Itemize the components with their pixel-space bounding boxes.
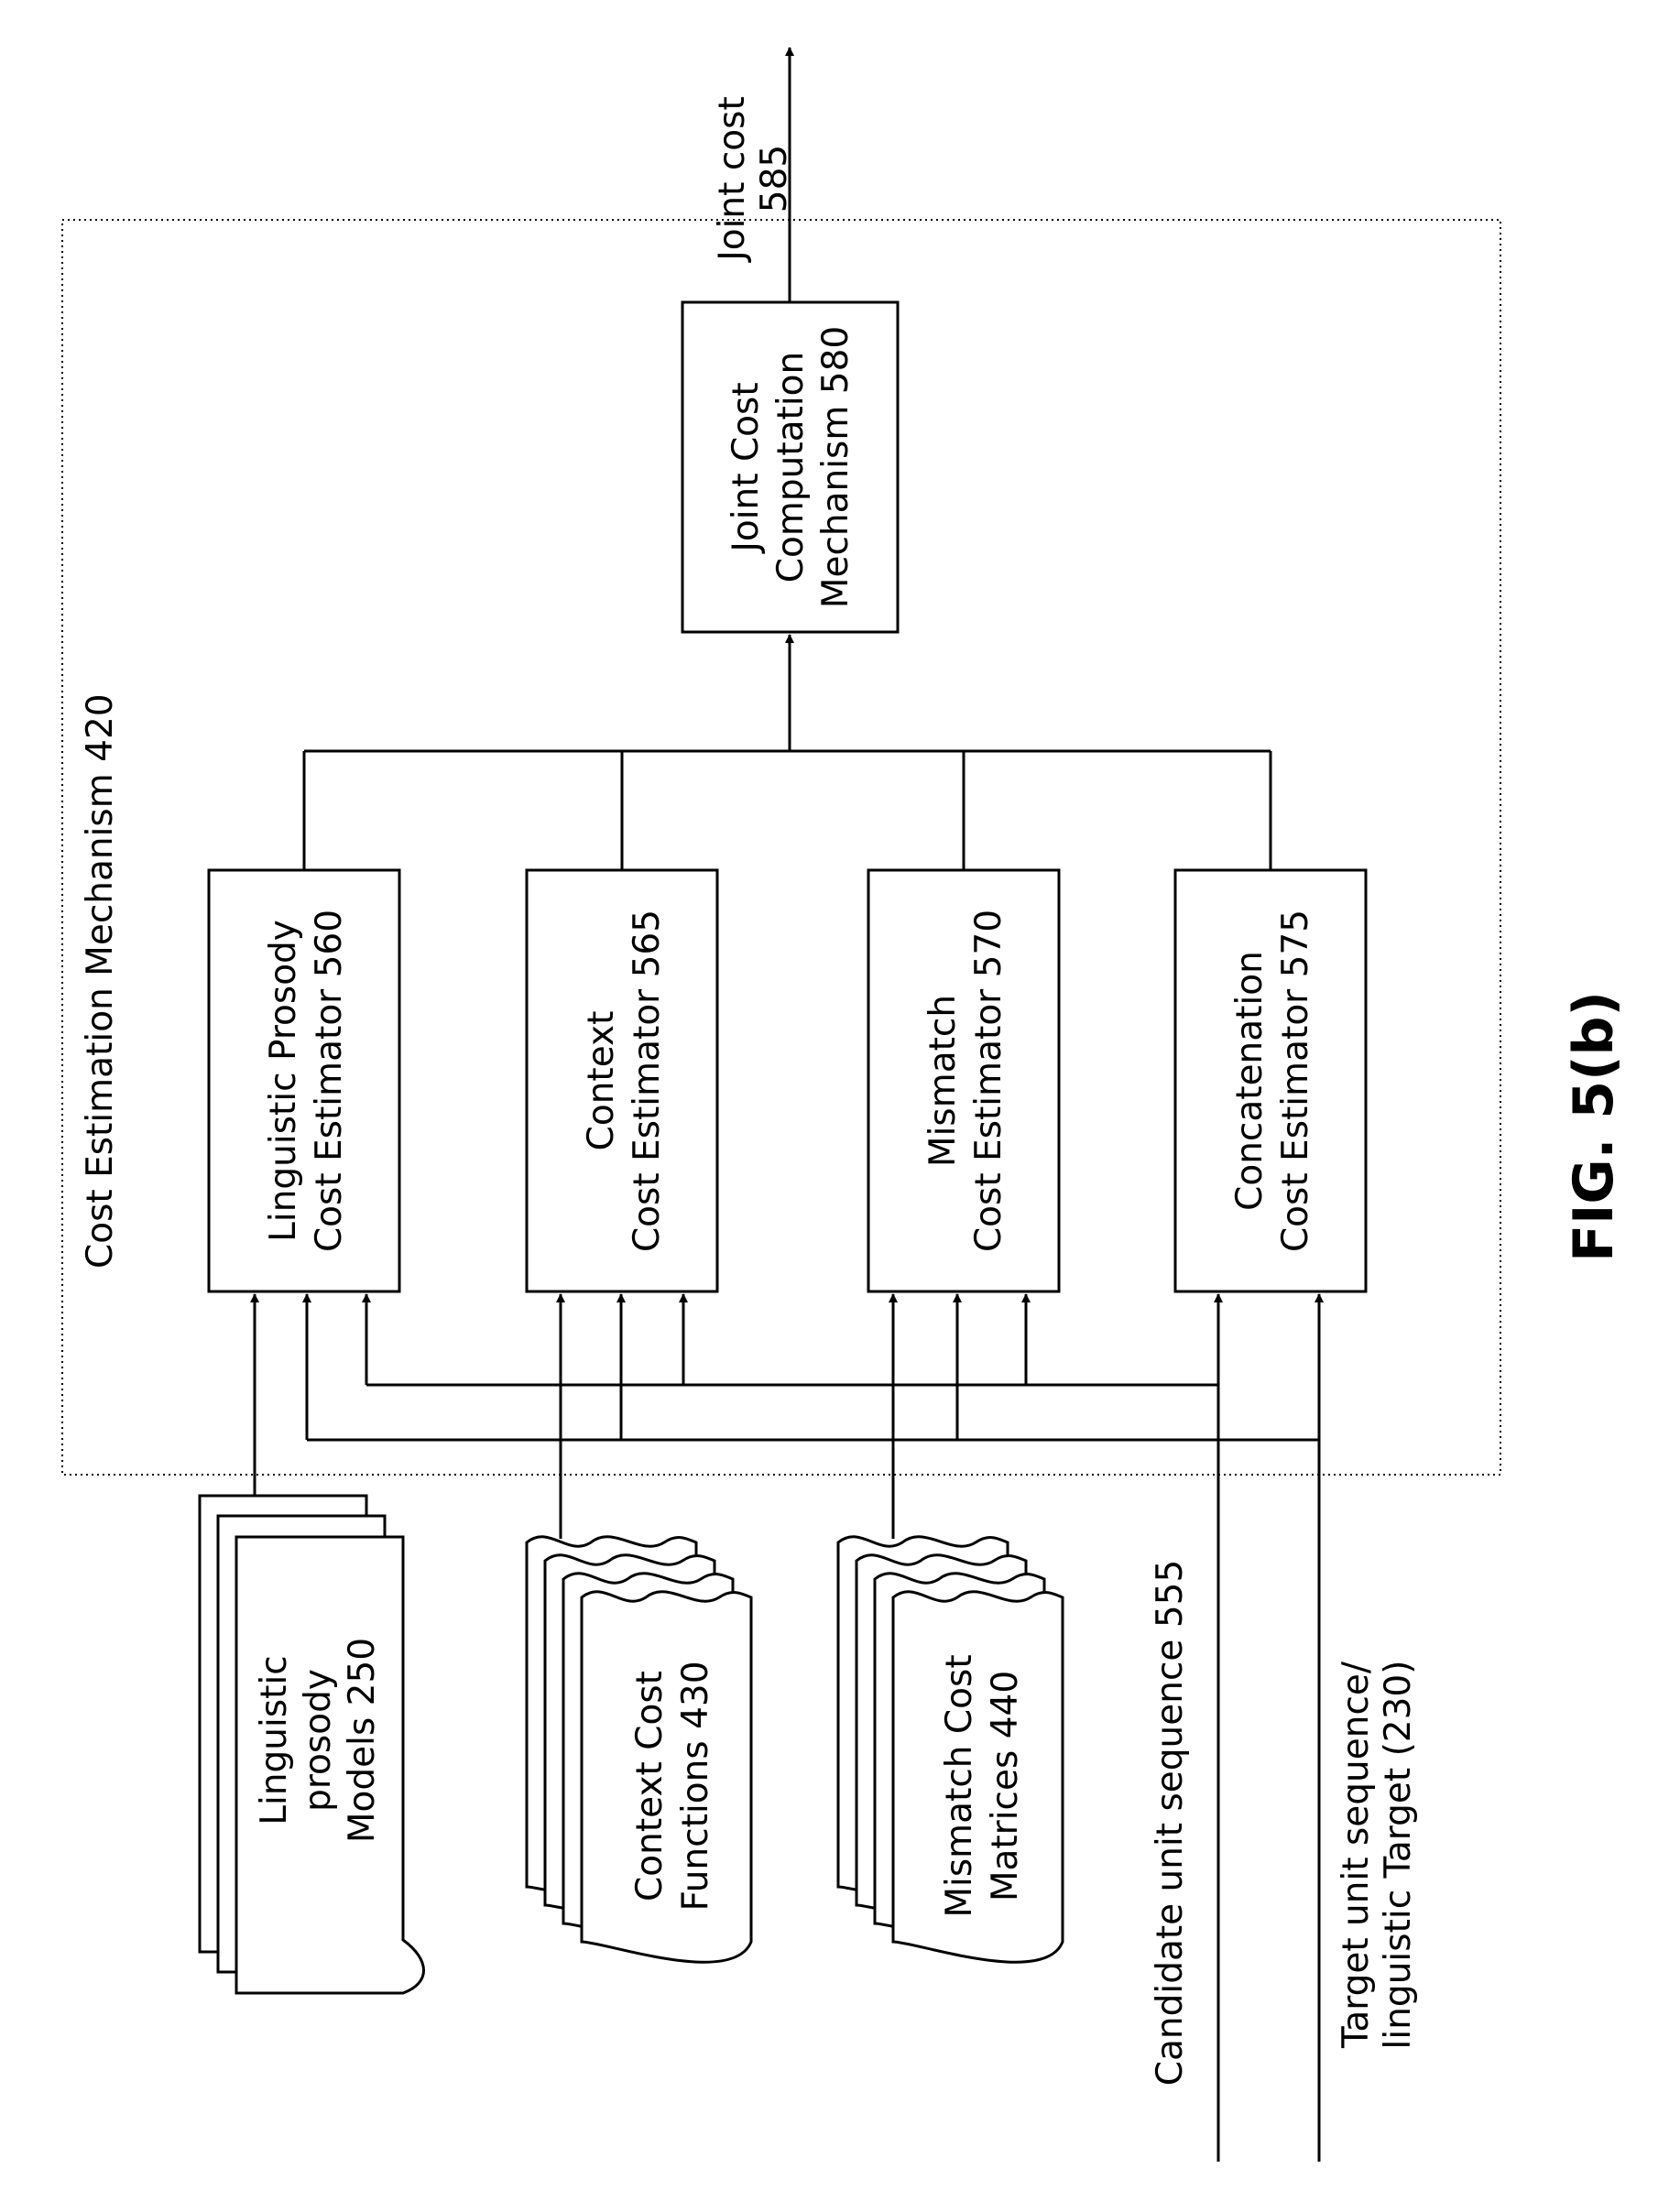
target-unit-sequence-line1: Target unit sequence/ — [1336, 1661, 1377, 2049]
linguistic-prosody-models-line3: Models 250 — [342, 1638, 383, 1843]
joint-cost-line1: Joint Cost — [725, 382, 767, 554]
joint-cost-line2: Computation — [770, 352, 812, 583]
context-cost-functions-line2: Functions 430 — [675, 1661, 716, 1911]
linguistic-prosody-models-line2: prosody — [298, 1669, 339, 1812]
context-estimator-line2: Cost Estimator 565 — [627, 910, 668, 1252]
estimator-collector-bus — [304, 635, 1271, 870]
joint-cost-line3: Mechanism 580 — [815, 326, 856, 608]
linguistic-prosody-models-line1: Linguistic — [254, 1655, 295, 1825]
mismatch-estimator-line2: Cost Estimator 570 — [968, 910, 1009, 1252]
concatenation-estimator: Concatenation Cost Estimator 575 — [1175, 870, 1366, 1291]
mismatch-cost-matrices-store: Mismatch Cost Matrices 440 — [838, 1537, 1063, 1962]
context-cost-functions-store: Context Cost Functions 430 — [527, 1537, 751, 1962]
container-label: Cost Estimation Mechanism 420 — [80, 693, 121, 1269]
mismatch-estimator-line1: Mismatch — [922, 995, 964, 1167]
concatenation-estimator-line1: Concatenation — [1229, 951, 1271, 1211]
figure-label: FIG. 5(b) — [1562, 991, 1626, 1262]
context-estimator: Context Cost Estimator 565 — [527, 870, 717, 1291]
linguistic-prosody-estimator-line2: Cost Estimator 560 — [309, 910, 350, 1252]
joint-cost-output-line1: Joint cost — [712, 96, 753, 264]
target-unit-sequence-line2: linguistic Target (230) — [1378, 1661, 1419, 2050]
mismatch-cost-matrices-line2: Matrices 440 — [985, 1671, 1026, 1901]
concatenation-estimator-line2: Cost Estimator 575 — [1275, 910, 1316, 1252]
joint-cost-output-line2: 585 — [754, 145, 795, 212]
linguistic-prosody-estimator-line1: Linguistic Prosody — [263, 920, 304, 1242]
linguistic-prosody-estimator: Linguistic Prosody Cost Estimator 560 — [209, 870, 399, 1291]
joint-cost-computation-box: Joint Cost Computation Mechanism 580 — [682, 302, 898, 632]
mismatch-estimator: Mismatch Cost Estimator 570 — [868, 870, 1059, 1291]
linguistic-prosody-models-store: Linguistic prosody Models 250 — [200, 1496, 424, 1993]
candidate-unit-sequence-label: Candidate unit sequence 555 — [1150, 1560, 1191, 2086]
context-estimator-line1: Context — [581, 1011, 622, 1151]
mismatch-cost-matrices-line1: Mismatch Cost — [939, 1654, 980, 1917]
context-cost-functions-line1: Context Cost — [629, 1671, 671, 1901]
